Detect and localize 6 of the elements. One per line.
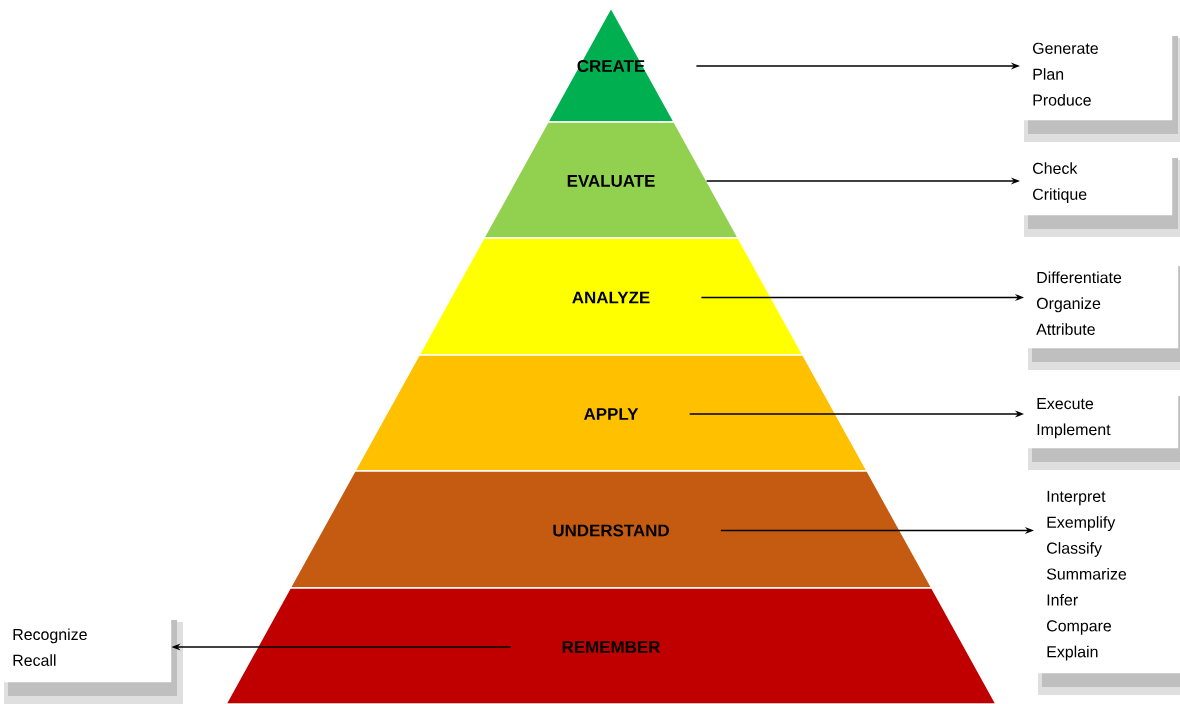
verb-list-box: Recognize Recall bbox=[0, 612, 183, 704]
verb-list-box: Interpret Exemplify Classify Summarize Infer Compare Explain bbox=[1034, 478, 1180, 695]
verb-list-box: Generate Plan Produce bbox=[1020, 28, 1180, 142]
verb-list-box: Check Critique bbox=[1020, 150, 1180, 237]
verb-list-box: Execute Implement bbox=[1024, 388, 1180, 470]
verb-list-box: Differentiate Organize Attribute bbox=[1024, 258, 1180, 370]
